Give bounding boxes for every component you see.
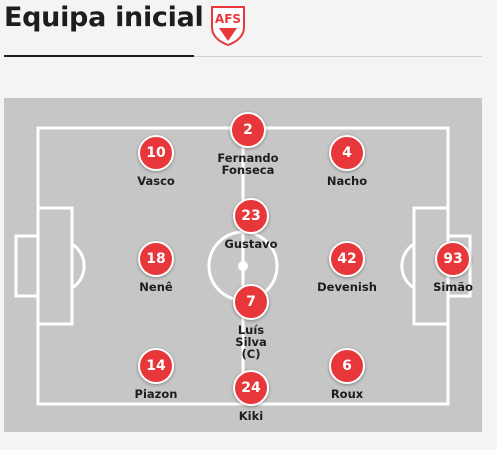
player-marker[interactable]: 93 Simão [433,241,473,293]
svg-text:AFS: AFS [215,12,241,26]
player-number-badge: 23 [233,198,269,234]
player-number-badge: 10 [138,135,174,171]
player-number-badge: 24 [233,370,269,406]
player-name: Nenê [139,280,173,294]
player-marker[interactable]: 18 Nenê [138,241,174,293]
player-number-badge: 14 [138,348,174,384]
header-underline [4,55,194,57]
player-name: Luís Silva (C) [235,323,267,361]
player-number-badge: 7 [233,284,269,320]
player-name: Devenish [317,280,377,294]
player-name: Gustavo [224,237,278,251]
player-number-badge: 2 [230,112,266,148]
player-name: Nacho [326,174,368,188]
player-marker[interactable]: 14 Piazon [135,348,177,400]
player-number-badge: 18 [138,241,174,277]
player-marker[interactable]: 2 Fernando Fonseca [217,112,279,176]
player-number-badge: 4 [329,135,365,171]
player-marker[interactable]: 4 Nacho [327,135,367,187]
player-marker[interactable]: 7 Luís Silva (C) [233,284,269,360]
section-header: Equipa inicial AFS [0,0,497,60]
header-divider [194,56,482,57]
player-number-badge: 6 [329,348,365,384]
football-pitch: 2 Fernando Fonseca 10 Vasco 4 Nacho 23 G… [4,98,482,432]
player-name: Piazon [134,387,178,401]
player-marker[interactable]: 23 Gustavo [224,198,278,250]
club-crest-logo: AFS [211,6,245,47]
player-number-badge: 93 [435,241,471,277]
player-name: Vasco [137,174,175,188]
player-number-badge: 42 [329,241,365,277]
player-name: Roux [330,387,364,401]
player-name: Fernando Fonseca [217,151,279,177]
player-name: Simão [433,280,473,294]
section-title: Equipa inicial [4,2,204,33]
player-name: Kiki [238,409,264,423]
player-marker[interactable]: 10 Vasco [137,135,175,187]
player-marker[interactable]: 42 Devenish [317,241,377,293]
player-marker[interactable]: 24 Kiki [233,370,269,422]
player-marker[interactable]: 6 Roux [329,348,365,400]
